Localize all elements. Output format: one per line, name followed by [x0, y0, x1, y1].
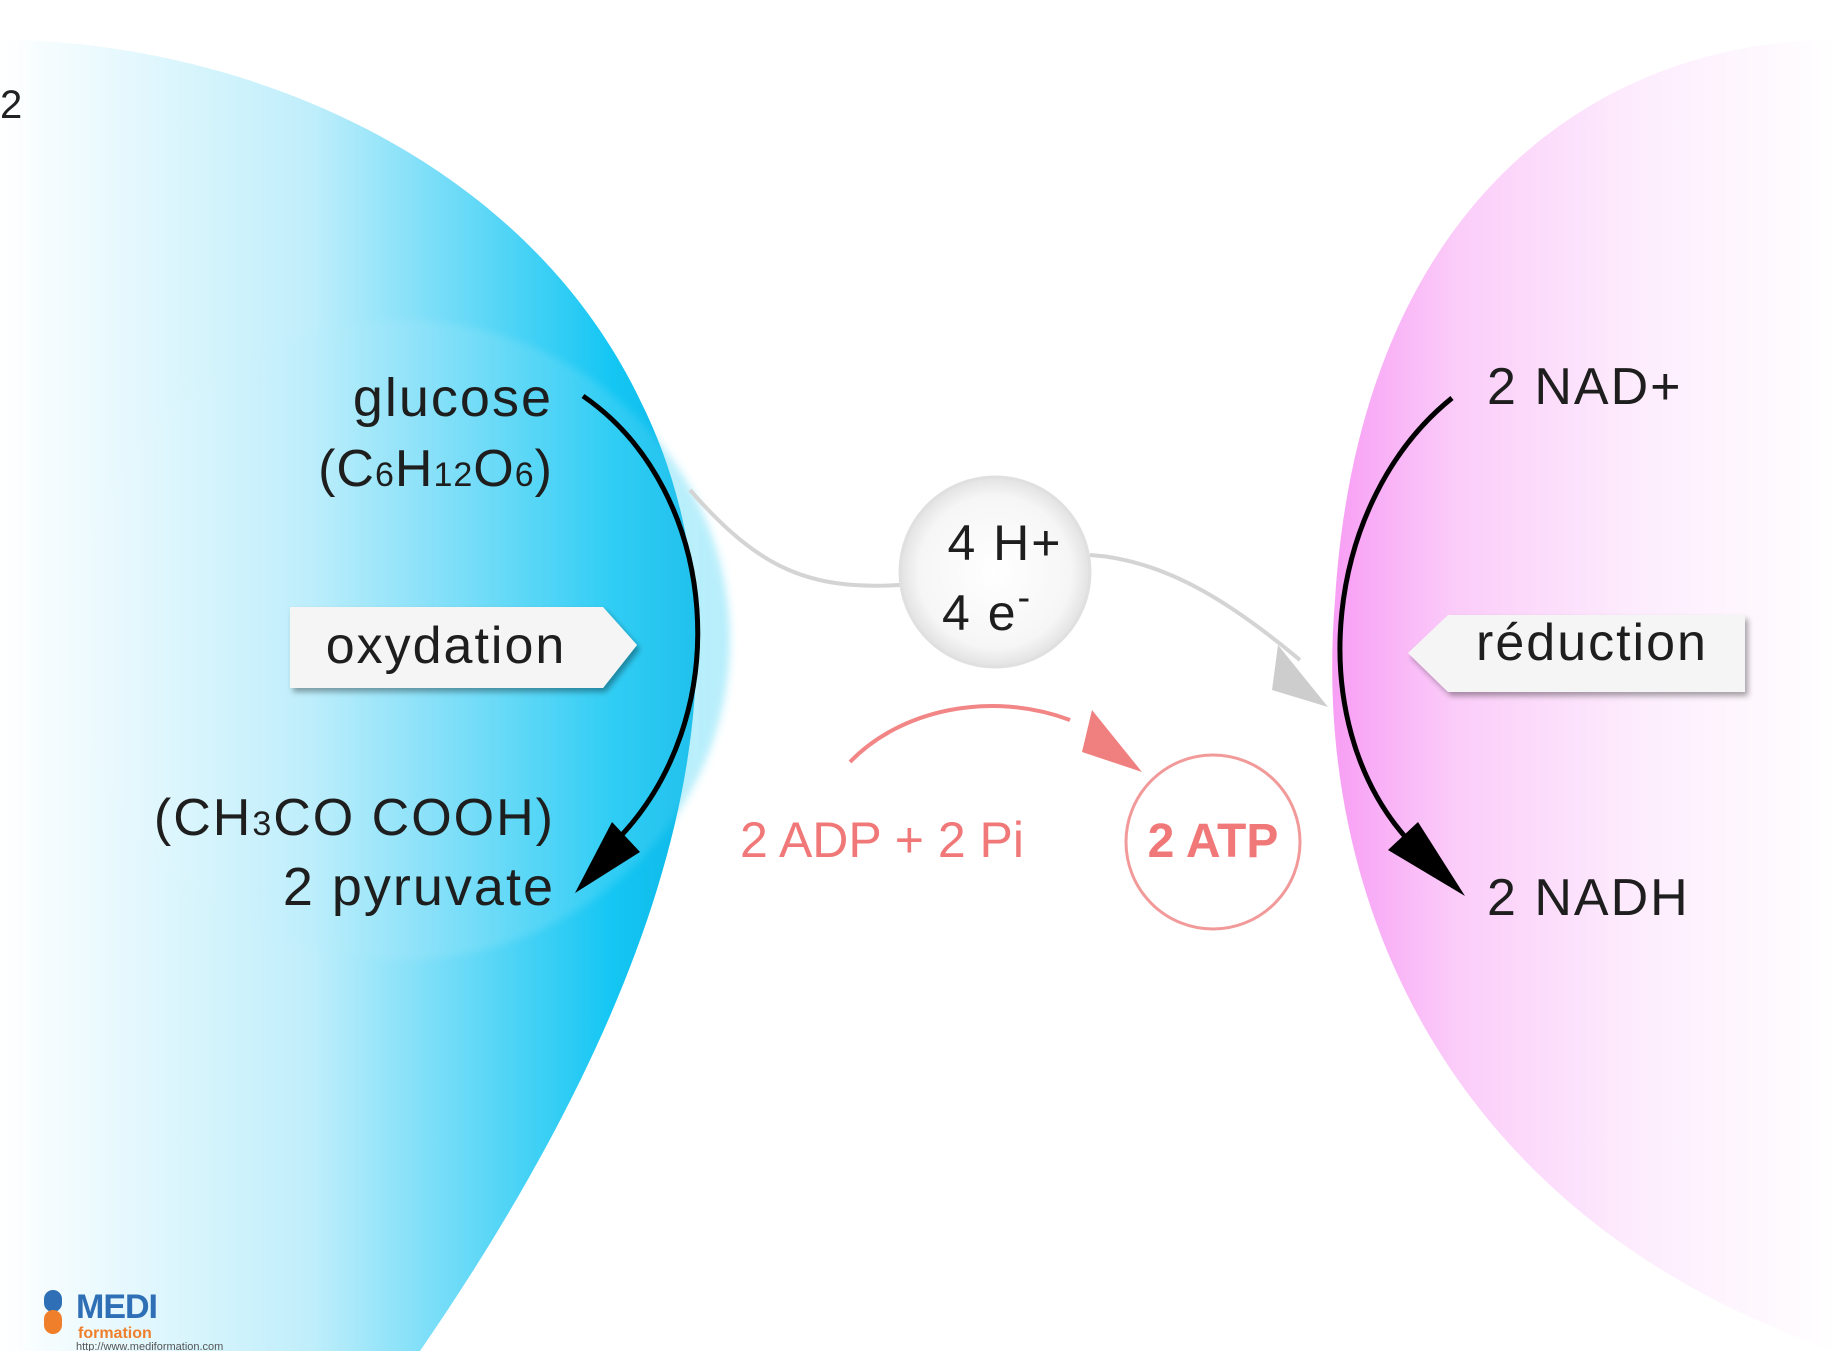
oxidation-panel: [0, 40, 730, 1351]
glucose-formula-o-sub: 6: [515, 456, 535, 494]
glucose-formula-h: H: [395, 440, 434, 498]
oxidation-tag: oxydation: [290, 607, 637, 688]
reduction-arrow-curve: [1337, 396, 1454, 842]
carrier-protons: 4 H+: [947, 515, 1062, 571]
logo-sub: formation: [78, 1325, 152, 1342]
pyruvate-formula: (CH3CO COOH): [154, 789, 555, 847]
atp-formation-arrowhead: [1082, 710, 1142, 772]
pyruvate-formula-rest: CO COOH): [273, 789, 555, 847]
atp-formation-arrow: [848, 703, 1142, 772]
glucose-formula-close: ): [535, 440, 553, 498]
atp-circle: [1124, 753, 1302, 931]
mediformation-logo: MEDI formation http://www.mediformation.…: [44, 1288, 223, 1351]
capsule-icon-bottom: [44, 1310, 62, 1334]
pyruvate-formula-open: (CH: [154, 789, 252, 847]
carrier-electrons-base: 4 e: [942, 585, 1018, 641]
nadh-label: 2 NADH: [1487, 869, 1690, 927]
reduction-arrowhead: [1388, 822, 1465, 896]
pyruvate-formula-sub: 3: [252, 805, 273, 843]
glucose-formula-open: (C: [318, 440, 375, 498]
oxidation-arrowhead: [575, 822, 640, 893]
oxidation-label: oxydation: [326, 617, 567, 675]
reduction-zone: [1332, 40, 1836, 1351]
reduction-tag: réduction: [1408, 614, 1745, 692]
glucose-formula: (C6H12O6): [318, 440, 553, 498]
page-number: 2: [0, 83, 22, 127]
electron-transfer-curve-right: [1089, 553, 1302, 662]
electron-transfer-arrowhead: [1272, 645, 1328, 707]
glucose-formula-c-sub: 6: [375, 456, 395, 494]
glucose-formula-h-sub: 12: [433, 456, 473, 494]
oxidation-arrow-curve: [581, 393, 701, 847]
oxidation-arrow: [575, 393, 701, 893]
carrier-circle: [898, 475, 1092, 669]
adp-label: 2 ADP + 2 Pi: [740, 812, 1024, 868]
oxidation-tag-shape: [290, 607, 637, 688]
capsule-icon-top: [44, 1290, 62, 1312]
carrier-electrons: 4 e-: [942, 577, 1032, 641]
glucose-formula-o: O: [473, 440, 514, 498]
nad-plus-label: 2 NAD+: [1487, 358, 1683, 416]
carrier-electrons-sup: -: [1018, 577, 1033, 619]
logo-brand: MEDI: [76, 1288, 157, 1326]
atp-formation-curve: [848, 703, 1071, 764]
reduction-panel: [1332, 40, 1836, 1351]
reduction-tag-shape: [1408, 615, 1745, 692]
atp-label: 2 ATP: [1148, 815, 1279, 868]
electron-transfer-arrow: [688, 488, 1328, 707]
reduction-label: réduction: [1476, 614, 1708, 672]
reduction-arrow: [1337, 396, 1465, 896]
glucose-label: glucose: [353, 368, 553, 428]
electron-transfer-curve-left: [688, 488, 901, 588]
logo-url: http://www.mediformation.com: [76, 1341, 223, 1351]
pyruvate-label: 2 pyruvate: [283, 857, 555, 917]
